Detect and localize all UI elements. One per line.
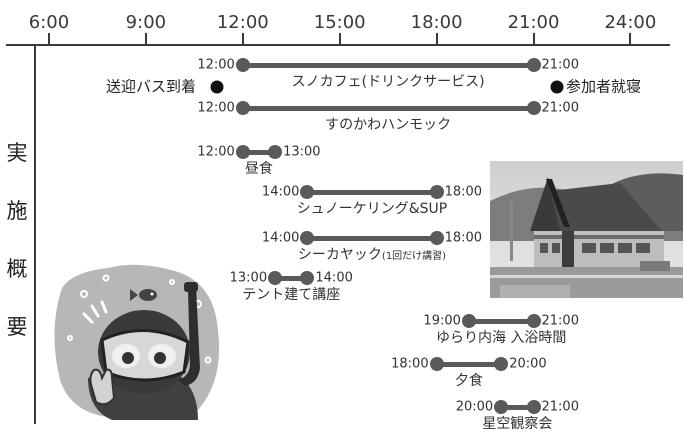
event-end-time: 21:00 (541, 399, 579, 415)
event-start-dot (268, 271, 283, 285)
axis-tick (629, 33, 632, 45)
sleep-marker (550, 80, 564, 94)
event-bar (242, 149, 276, 155)
event-end-time: 14:00 (315, 270, 353, 286)
event-end-dot (526, 58, 541, 72)
event-start-dot (235, 58, 250, 72)
event-end-dot (268, 145, 283, 159)
event-name-text: 星空観察会 (482, 416, 553, 432)
event-start-time: 13:00 (229, 270, 268, 286)
event-start-time: 12:00 (197, 100, 235, 116)
side-title-char: 概 (6, 257, 28, 281)
event-start-dot (494, 400, 509, 414)
event-name: 星空観察会 (482, 417, 552, 431)
axis-hour-label: 21:00 (507, 12, 560, 33)
event-name: スノカフェ(ドリンクサービス) (292, 75, 485, 89)
axis-tick (435, 33, 438, 45)
event-bar (307, 235, 437, 241)
event-end-dot (526, 400, 541, 414)
event-name-text: シュノーケリング&SUP (296, 201, 448, 217)
event-end-time: 18:00 (444, 230, 483, 246)
axis-tick (532, 33, 535, 45)
event-name: すのかわハンモック (325, 118, 451, 132)
axis-hour-label: 9:00 (125, 12, 167, 33)
event-end-dot (526, 314, 541, 328)
event-name: シーカヤック(1回だけ講習) (298, 248, 446, 262)
event-name: テント建て講座 (242, 288, 340, 302)
event-end-time: 13:00 (283, 144, 321, 160)
event-start-time: 14:00 (261, 230, 300, 246)
building-photo (490, 161, 683, 298)
event-start-dot (461, 314, 476, 328)
event-start-time: 18:00 (391, 356, 429, 372)
event-start-time: 20:00 (455, 399, 494, 415)
event-bar (242, 105, 534, 111)
event-start-time: 14:00 (261, 184, 300, 200)
axis-tick (144, 33, 147, 45)
event-end-dot (494, 357, 509, 371)
sleep-label: 参加者就寝 (566, 77, 642, 96)
event-start-dot (235, 145, 250, 159)
event-name: シュノーケリング&SUP (297, 202, 448, 216)
event-start-dot (300, 231, 315, 245)
event-bar (307, 189, 437, 195)
event-start-time: 19:00 (423, 313, 461, 329)
arrival-marker (210, 80, 224, 94)
event-start-time: 12:00 (197, 144, 235, 160)
event-name-text: シーカヤック (297, 247, 382, 263)
axis-hour-label: 24:00 (604, 12, 657, 33)
event-end-time: 20:00 (509, 356, 547, 372)
event-bar (436, 361, 502, 367)
event-bar (468, 318, 534, 324)
axis-tick (48, 33, 50, 45)
axis-hour-label: 15:00 (313, 12, 366, 33)
event-name: 夕食 (455, 374, 483, 388)
event-name-text: 夕食 (454, 373, 483, 389)
event-end-dot (300, 271, 315, 285)
event-end-dot (429, 185, 444, 199)
axis-hour-label: 18:00 (410, 12, 463, 33)
event-end-time: 21:00 (541, 313, 579, 329)
event-name-text: 昼食 (244, 161, 273, 177)
event-start-dot (300, 185, 315, 199)
side-rule (34, 44, 36, 424)
side-title-char: 施 (6, 199, 28, 223)
side-title-char: 実 (6, 141, 28, 165)
side-title: 実 施 概 要 (4, 124, 30, 356)
event-name-text: すのかわハンモック (325, 117, 452, 133)
arrival-label: 送迎バス到着 (106, 77, 197, 96)
event-start-dot (429, 357, 444, 371)
axis-hour-label: 6:00 (28, 12, 70, 33)
event-name-text: ゆらり内海 入浴時間 (435, 330, 567, 346)
event-bar (501, 404, 534, 410)
axis-line (6, 44, 670, 46)
event-name: 昼食 (245, 162, 273, 176)
event-end-time: 21:00 (541, 100, 579, 116)
axis-tick (241, 33, 244, 45)
event-end-dot (429, 231, 444, 245)
event-end-dot (526, 101, 541, 115)
event-end-time: 18:00 (444, 184, 483, 200)
event-end-time: 21:00 (541, 57, 579, 73)
axis-hour-label: 12:00 (216, 12, 269, 33)
event-name-text: スノカフェ(ドリンクサービス) (291, 74, 485, 90)
event-bar (275, 275, 308, 281)
event-bar (242, 62, 534, 68)
axis-tick (338, 33, 341, 45)
event-start-dot (235, 101, 250, 115)
event-name-text: テント建て講座 (242, 287, 341, 303)
side-title-char: 要 (6, 315, 28, 339)
event-start-time: 12:00 (197, 57, 235, 73)
snorkel-diver-illustration (54, 264, 220, 420)
event-name: ゆらり内海 入浴時間 (436, 331, 566, 345)
event-note: (1回だけ講習) (381, 251, 447, 262)
